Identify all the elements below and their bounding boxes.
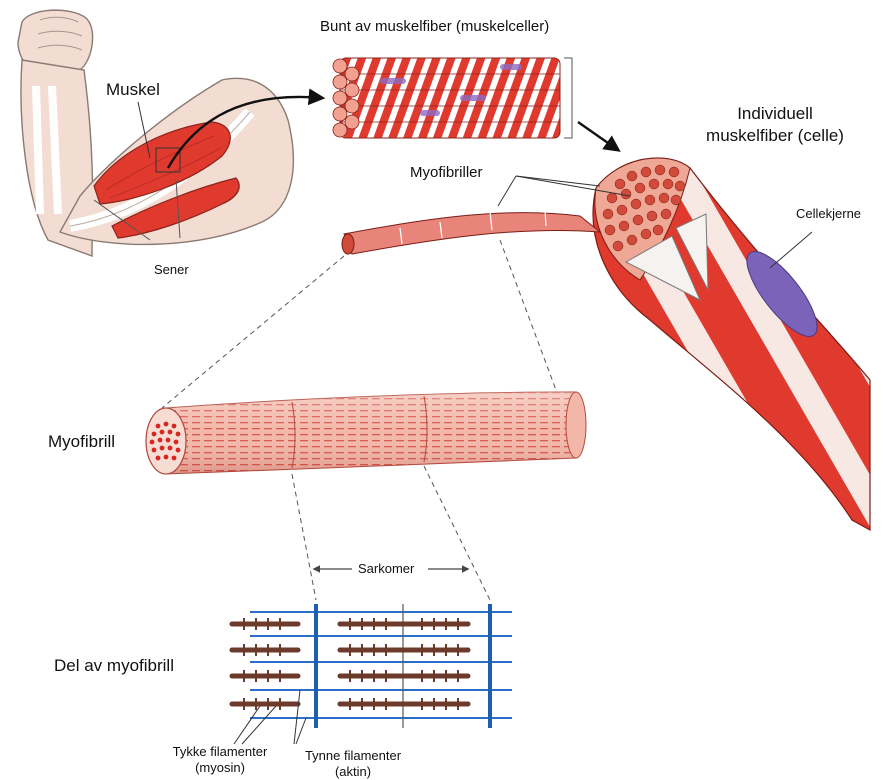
arrow-to-cell [578, 122, 618, 150]
myofibrils-label: Myofibriller [410, 164, 483, 181]
thick-filaments-label-line1: Tykke filamenter [156, 744, 284, 759]
projection-lines-myofibril [162, 240, 556, 408]
myofibril-part-filaments [232, 604, 512, 744]
thin-filaments-label-line1: Tynne filamenter [290, 748, 416, 763]
thin-filaments-label-line2: (aktin) [290, 764, 416, 779]
thick-filaments-label-line2: (myosin) [156, 760, 284, 775]
arm-illustration [18, 10, 293, 256]
tendons-label: Sener [154, 262, 189, 277]
nucleus-label: Cellekjerne [796, 206, 861, 221]
sarcomere-label: Sarkomer [358, 561, 414, 576]
projection-lines-sarcomere [292, 466, 490, 600]
individual-fiber-label-line2: muskelfiber (celle) [680, 126, 870, 146]
muscle-label: Muskel [106, 80, 160, 100]
fiber-bundle-illustration [333, 58, 572, 138]
single-myofibril-strand [342, 210, 600, 254]
myofibril-part-label: Del av myofibrill [54, 656, 174, 676]
myofibril-label: Myofibrill [48, 432, 115, 452]
myofibril-cylinder [146, 392, 586, 474]
individual-fiber-label-line1: Individuell [690, 104, 860, 124]
bundle-label: Bunt av muskelfiber (muskelceller) [320, 18, 549, 35]
